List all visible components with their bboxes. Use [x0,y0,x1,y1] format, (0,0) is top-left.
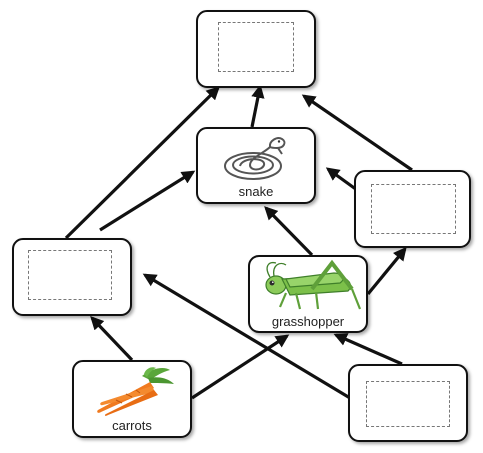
blank-box-right[interactable] [354,170,471,248]
grasshopper-box: grasshopper [248,255,368,333]
blank-box-left[interactable] [12,238,132,316]
arrow-left-to-top [64,86,220,240]
carrots-label: carrots [112,418,152,433]
carrot-icon [97,367,174,416]
arrow-bottomright-to-grasshopper [333,333,403,366]
grasshopper-label: grasshopper [271,314,345,329]
snake-label: snake [238,184,274,199]
blank-box-bottom-right[interactable] [348,364,468,442]
arrow-right-to-top [301,94,413,172]
answer-slot[interactable] [218,22,294,72]
grasshopper-icon [265,259,362,310]
answer-slot[interactable] [366,381,450,427]
arrow-grasshopper-to-right [366,246,407,296]
arrow-left-to-snake [99,170,196,232]
arrow-carrots-to-left [90,316,134,362]
arrow-bottomright-to-left [142,273,351,400]
snake-box: snake [196,127,316,204]
arrow-grasshopper-to-snake [264,206,314,257]
arrow-carrots-to-grasshopper [191,334,290,400]
carrots-box: carrots [72,360,192,438]
answer-slot[interactable] [28,250,112,300]
blank-box-top[interactable] [196,10,316,88]
answer-slot[interactable] [371,184,456,234]
snake-icon [224,137,286,180]
arrow-right-to-snake [325,167,358,192]
arrow-snake-to-top [250,84,265,128]
